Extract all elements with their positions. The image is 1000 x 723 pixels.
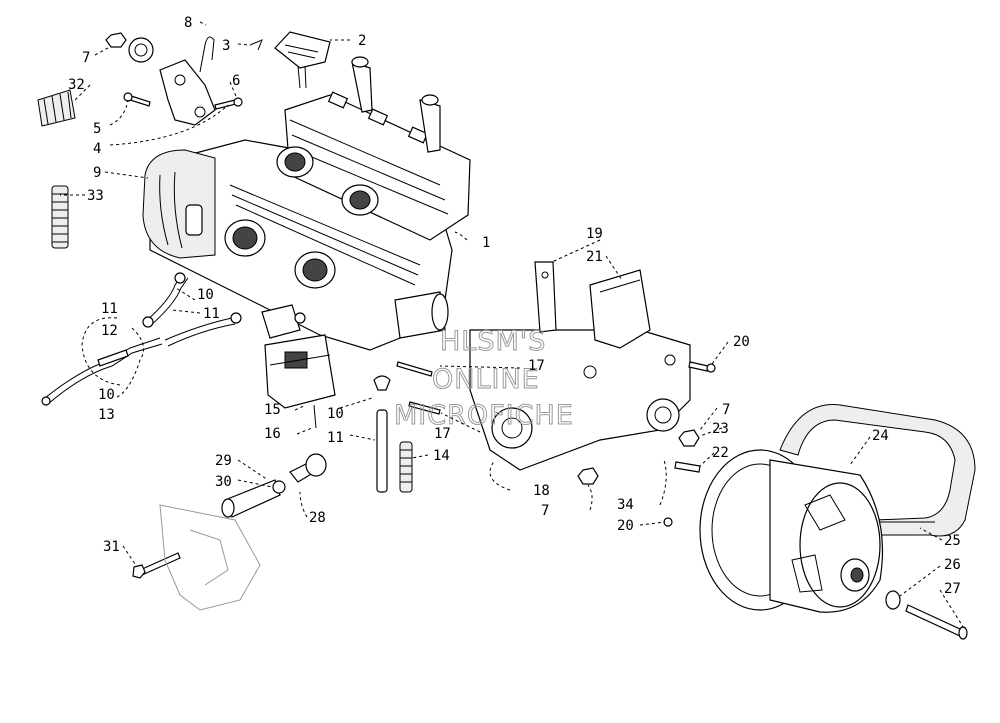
callout-17-lower: 17 <box>434 426 451 442</box>
engine-mount-plate <box>469 261 716 527</box>
callout-1: 1 <box>482 235 490 251</box>
callout-8: 8 <box>184 15 192 31</box>
callout-6: 6 <box>232 73 240 89</box>
watermark-line-3: MICROFICHE <box>394 400 574 431</box>
watermark-line-1: HLSM'S <box>440 326 546 357</box>
fuel-system <box>41 272 336 429</box>
callout-17-upper: 17 <box>528 358 545 374</box>
callout-20-lower: 20 <box>617 518 634 534</box>
watermark-line-2: ONLINE <box>432 364 540 395</box>
engine-assembly <box>142 56 471 351</box>
callout-11-left: 11 <box>101 301 118 317</box>
callout-12: 12 <box>101 323 118 339</box>
callout-31: 31 <box>103 539 120 555</box>
callout-32: 32 <box>68 77 85 93</box>
recoil-housing <box>142 149 216 259</box>
callout-11-mid: 11 <box>203 306 220 322</box>
callout-20-upper: 20 <box>733 334 750 350</box>
callout-27: 27 <box>944 581 961 597</box>
callout-10-upper: 10 <box>197 287 214 303</box>
callout-10-left: 10 <box>98 387 115 403</box>
callout-9: 9 <box>93 165 101 181</box>
callout-34: 34 <box>617 497 634 513</box>
drive-belt <box>779 404 976 537</box>
callout-3: 3 <box>222 38 230 54</box>
top-left-parts <box>37 31 331 249</box>
callout-19: 19 <box>586 226 603 242</box>
callout-7-top: 7 <box>82 50 90 66</box>
callout-29: 29 <box>215 453 232 469</box>
callout-2: 2 <box>358 33 366 49</box>
callout-16: 16 <box>264 426 281 442</box>
callout-14: 14 <box>433 448 450 464</box>
callout-5: 5 <box>93 121 101 137</box>
leader-lines <box>60 21 966 631</box>
callout-labels: 1 2 3 4 5 6 7 7 7 8 9 10 10 10 11 11 11 … <box>68 15 961 597</box>
callout-4: 4 <box>93 141 101 157</box>
center-parts <box>132 361 441 611</box>
callout-24: 24 <box>872 428 889 444</box>
callout-25: 25 <box>944 533 961 549</box>
callout-30: 30 <box>215 474 232 490</box>
callout-10-center: 10 <box>327 406 344 422</box>
fuel-pump <box>264 334 336 409</box>
callout-13: 13 <box>98 407 115 423</box>
callout-28: 28 <box>309 510 326 526</box>
callout-26: 26 <box>944 557 961 573</box>
callout-22: 22 <box>712 445 729 461</box>
callout-33: 33 <box>87 188 104 204</box>
callout-15: 15 <box>264 402 281 418</box>
callout-7-right: 7 <box>722 402 730 418</box>
callout-11-center: 11 <box>327 430 344 446</box>
drive-clutch-and-belt <box>699 404 976 640</box>
recoil-handle <box>274 31 331 69</box>
callout-23: 23 <box>712 421 729 437</box>
callout-21: 21 <box>586 249 603 265</box>
callout-7-bottom: 7 <box>541 503 549 519</box>
callout-18: 18 <box>533 483 550 499</box>
watermark: HLSM'S ONLINE MICROFICHE <box>394 326 574 432</box>
